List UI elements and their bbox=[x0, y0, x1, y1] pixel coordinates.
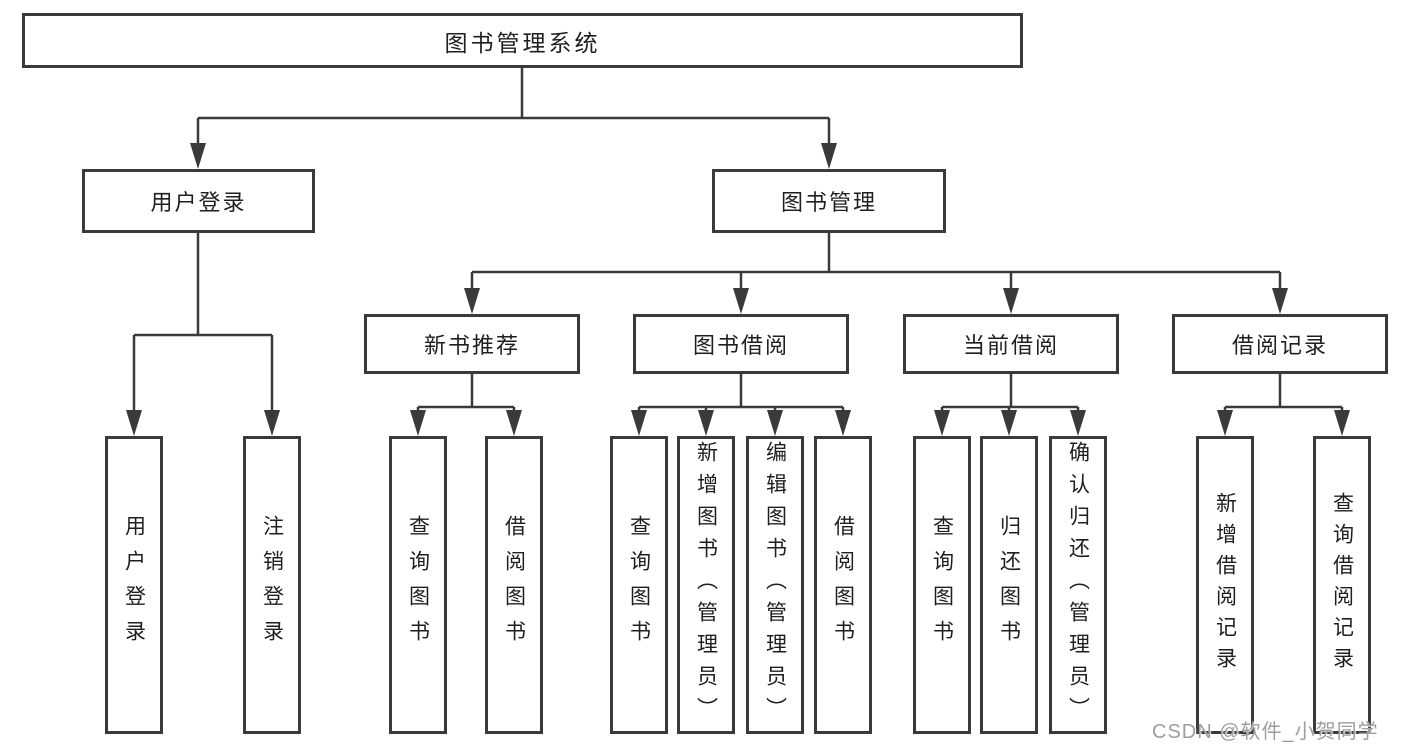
leaf-label: 编辑图书（管理员） bbox=[763, 441, 787, 729]
leaf-add-borrow-record: 新增借阅记录 bbox=[1196, 436, 1254, 734]
node-label: 图书借阅 bbox=[692, 333, 789, 358]
node-current-borrowing: 当前借阅 bbox=[903, 314, 1119, 374]
leaf-borrow-books-borrowing: 借阅图书 bbox=[814, 436, 872, 734]
node-book-borrowing: 图书借阅 bbox=[633, 314, 849, 374]
leaf-label: 查询图书 bbox=[930, 515, 954, 655]
node-label: 用户登录 bbox=[150, 190, 247, 215]
leaf-label: 借阅图书 bbox=[831, 515, 855, 655]
leaf-edit-book-admin: 编辑图书（管理员） bbox=[746, 436, 804, 734]
node-book-management: 图书管理 bbox=[712, 169, 946, 233]
node-borrowing-records: 借阅记录 bbox=[1172, 314, 1388, 374]
leaf-query-books-current: 查询图书 bbox=[913, 436, 971, 734]
leaf-query-borrow-record: 查询借阅记录 bbox=[1313, 436, 1371, 734]
leaf-label: 新增借阅记录 bbox=[1213, 492, 1237, 678]
leaf-label: 注销登录 bbox=[260, 515, 284, 655]
leaf-label: 新增图书（管理员） bbox=[694, 441, 718, 729]
leaf-add-book-admin: 新增图书（管理员） bbox=[677, 436, 735, 734]
node-label: 图书管理 bbox=[780, 190, 877, 215]
leaf-label: 查询图书 bbox=[627, 515, 651, 655]
leaf-logout: 注销登录 bbox=[243, 436, 301, 734]
leaf-return-book: 归还图书 bbox=[980, 436, 1038, 734]
leaf-user-login: 用户登录 bbox=[105, 436, 163, 734]
leaf-query-books-recommend: 查询图书 bbox=[389, 436, 447, 734]
csdn-watermark: CSDN @软件_小贺同学 bbox=[1152, 721, 1379, 743]
node-label: 当前借阅 bbox=[962, 333, 1059, 358]
node-label: 新书推荐 bbox=[423, 333, 520, 358]
leaf-borrow-books-recommend: 借阅图书 bbox=[485, 436, 543, 734]
node-new-book-recommend: 新书推荐 bbox=[364, 314, 580, 374]
node-library-management-system: 图书管理系统 bbox=[22, 13, 1023, 68]
node-label: 图书管理系统 bbox=[444, 29, 601, 56]
leaf-confirm-return-admin: 确认归还（管理员） bbox=[1049, 436, 1107, 734]
leaf-label: 确认归还（管理员） bbox=[1066, 441, 1090, 729]
leaf-label: 用户登录 bbox=[122, 515, 146, 655]
leaf-label: 归还图书 bbox=[997, 515, 1021, 655]
leaf-label: 借阅图书 bbox=[502, 515, 526, 655]
leaf-query-books-borrowing: 查询图书 bbox=[610, 436, 668, 734]
leaf-label: 查询图书 bbox=[406, 515, 430, 655]
leaf-label: 查询借阅记录 bbox=[1330, 492, 1354, 678]
node-user-login: 用户登录 bbox=[82, 169, 315, 233]
node-label: 借阅记录 bbox=[1231, 333, 1328, 358]
